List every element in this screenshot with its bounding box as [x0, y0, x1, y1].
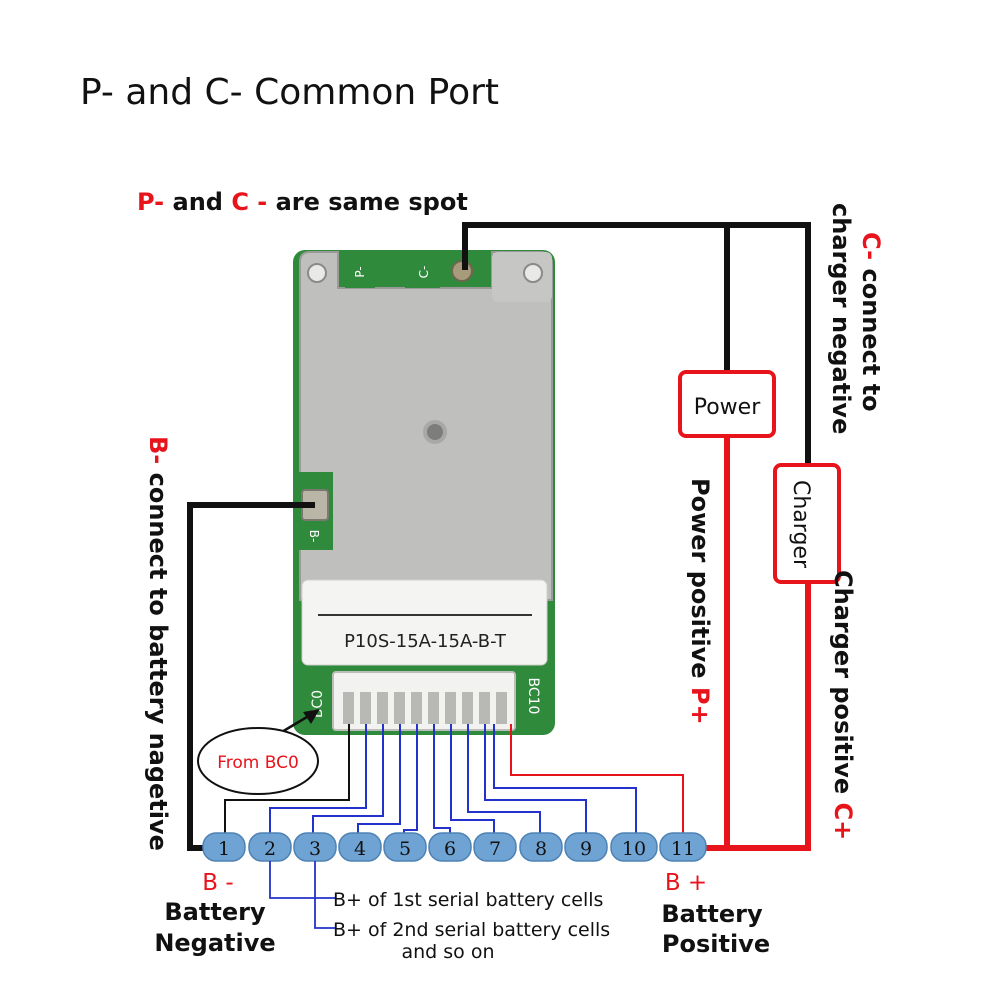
sense-wires	[224, 724, 684, 836]
terminal-11-label: 11	[671, 838, 695, 860]
page-title: P- and C- Common Port	[80, 72, 499, 113]
wire-b-negative	[187, 502, 315, 851]
terminal-7-label: 7	[489, 838, 501, 860]
sense-wire-5	[403, 724, 418, 836]
sense-wire-4	[357, 724, 401, 836]
charger-box-label: Charger	[788, 480, 813, 569]
label-sticker	[301, 579, 548, 666]
connector-pins	[343, 692, 507, 724]
terminal-9-label: 9	[580, 838, 592, 860]
sense-wire-3	[312, 724, 384, 836]
top-note-and: and	[164, 188, 231, 216]
pad-p-area	[345, 255, 375, 288]
top-note-p: P-	[137, 188, 164, 216]
power-positive-red: P+	[686, 687, 714, 725]
mount-hole-center	[423, 420, 447, 444]
wire-charger-positive	[700, 582, 811, 851]
right-label-power: Power positive P+	[686, 478, 714, 725]
right-label-charger: Charger positive C+	[829, 570, 857, 840]
terminal-8-label: 8	[535, 838, 547, 860]
right-label-c-line1: C- connect to	[857, 232, 885, 412]
sense-wire-9	[484, 724, 587, 836]
terminal-11	[659, 832, 707, 862]
terminal-3-label: 3	[309, 838, 321, 860]
right-label-c-red: C-	[857, 232, 885, 260]
charger-positive-black: Charger positive	[829, 570, 857, 794]
bc10-label: BC10	[525, 678, 541, 715]
power-box	[678, 370, 776, 438]
terminal-6-label: 6	[444, 838, 456, 860]
model-number: P10S-15A-15A-B-T	[344, 631, 507, 652]
top-note: P- and C - are same spot	[137, 188, 468, 216]
charger-positive-red: C+	[829, 803, 857, 841]
battery-positive-line2: Positive	[662, 930, 770, 958]
sense-wire-11	[510, 724, 684, 836]
note-brackets	[269, 861, 336, 929]
right-label-c-line2: charger negative	[827, 203, 855, 434]
bms-board: P- C- B- P10S-15A-15A-B-T BC0 BC10	[293, 250, 555, 735]
from-bc0-bubble	[197, 727, 319, 795]
terminal-2-label: 2	[264, 838, 276, 860]
terminal-4	[338, 832, 382, 862]
terminal-1	[202, 832, 246, 862]
pad-c-label: C-	[417, 266, 431, 279]
red-wires	[700, 436, 811, 851]
from-bc0-label: From BC0	[217, 753, 299, 773]
note-2nd-cells: B+ of 2nd serial battery cells	[333, 919, 610, 941]
sense-wire-10	[493, 724, 637, 836]
heatsink-top-right	[492, 252, 552, 302]
sense-wire-7	[450, 724, 495, 836]
battery-negative-line2: Negative	[154, 929, 275, 957]
sense-wire-2	[269, 724, 367, 836]
battery-negative-line1: Battery	[164, 898, 266, 926]
left-label-red: B-	[144, 436, 172, 464]
battery-positive-line1: Battery	[661, 900, 763, 928]
mount-hole-tr	[523, 263, 543, 283]
terminal-5-label: 5	[399, 838, 411, 860]
power-positive-black: Power positive	[686, 478, 714, 679]
power-box-label: Power	[694, 395, 761, 420]
left-label-black: connect to battery nagetive	[144, 473, 172, 851]
black-wires	[187, 222, 811, 851]
terminal-strip: 1 2 3 4 5 6 7 8 9 10 11	[202, 832, 707, 862]
pad-p-label: P-	[353, 266, 367, 277]
terminal-9	[564, 832, 608, 862]
top-note-rest: are same spot	[267, 188, 468, 216]
right-label-c-black1: connect to	[857, 268, 885, 411]
note-1st-cells: B+ of 1st serial battery cells	[333, 889, 603, 911]
terminal-8	[519, 832, 563, 862]
terminal-4-label: 4	[354, 838, 366, 860]
sense-wire-1	[224, 724, 350, 836]
charger-box	[773, 463, 841, 584]
terminal-10-label: 10	[622, 838, 646, 860]
terminal-10	[610, 832, 658, 862]
b-plus-label: B +	[665, 870, 707, 896]
sense-wire-8	[467, 724, 541, 836]
terminal-7	[473, 832, 517, 862]
sense-wire-6	[433, 724, 451, 836]
mount-hole-tl	[307, 263, 327, 283]
note-and-so-on: and so on	[401, 941, 494, 963]
left-label: B- connect to battery nagetive	[144, 436, 172, 851]
top-note-c: C -	[231, 188, 267, 216]
terminal-1-label: 1	[218, 838, 230, 860]
terminal-6	[428, 832, 472, 862]
pad-c-area	[405, 255, 440, 288]
b-minus-label: B -	[202, 870, 233, 896]
wire-common-port	[462, 222, 811, 465]
pad-b-label: B-	[307, 530, 321, 543]
terminal-5	[383, 832, 427, 862]
